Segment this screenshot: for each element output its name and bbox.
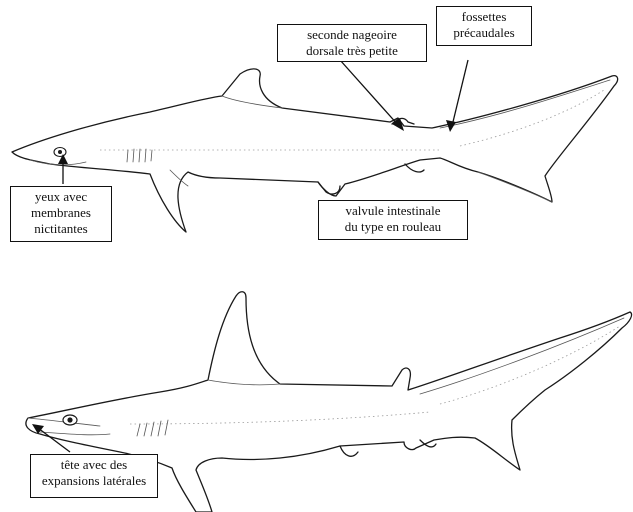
label-eyes-line-1: yeux avec [15, 189, 107, 205]
label-head-line-2: expansions latérales [35, 473, 153, 489]
gill-slits [127, 149, 152, 162]
label-intestinal-valve: valvule intestinale du type en rouleau [318, 200, 468, 240]
requiem-shark-eye [54, 148, 66, 157]
hammerhead-lateral-line [130, 412, 430, 424]
label-second-dorsal-line-1: seconde nageoire [282, 27, 422, 43]
hammerhead-dorsal-base [208, 380, 280, 385]
label-eyes-line-3: nictitantes [15, 221, 107, 237]
label-second-dorsal-line-2: dorsale très petite [282, 43, 422, 59]
label-second-dorsal-fin: seconde nageoire dorsale très petite [277, 24, 427, 62]
hammerhead-gill-slits [137, 420, 168, 436]
pectoral-base-line [170, 170, 188, 186]
mouth-line [30, 160, 86, 165]
label-eyes-line-2: membranes [15, 205, 107, 221]
label-precaudal-pits: fossettes précaudales [436, 6, 532, 46]
lower-leaders [32, 424, 70, 452]
label-intestinal-line-2: du type en rouleau [323, 219, 463, 235]
hammerhead-pelvic-fin [340, 446, 358, 456]
caudal-lower-lobe [478, 172, 552, 202]
hammerhead-eye [63, 415, 77, 425]
hammer-head-lower [40, 432, 110, 435]
hammerhead-caudal-line [420, 318, 624, 394]
hammerhead-caudal-texture [440, 326, 620, 404]
anal-fin [405, 164, 424, 172]
label-intestinal-line-1: valvule intestinale [323, 203, 463, 219]
hammerhead-anal-fin [420, 440, 436, 447]
label-head-line-1: tête avec des [35, 457, 153, 473]
label-precaudal-line-1: fossettes [441, 9, 527, 25]
label-eyes: yeux avec membranes nictitantes [10, 186, 112, 242]
caudal-texture [460, 90, 604, 146]
first-dorsal-base [222, 96, 282, 108]
label-head-expansions: tête avec des expansions latérales [30, 454, 158, 498]
label-precaudal-line-2: précaudales [441, 25, 527, 41]
pelvic-fin [318, 182, 340, 194]
